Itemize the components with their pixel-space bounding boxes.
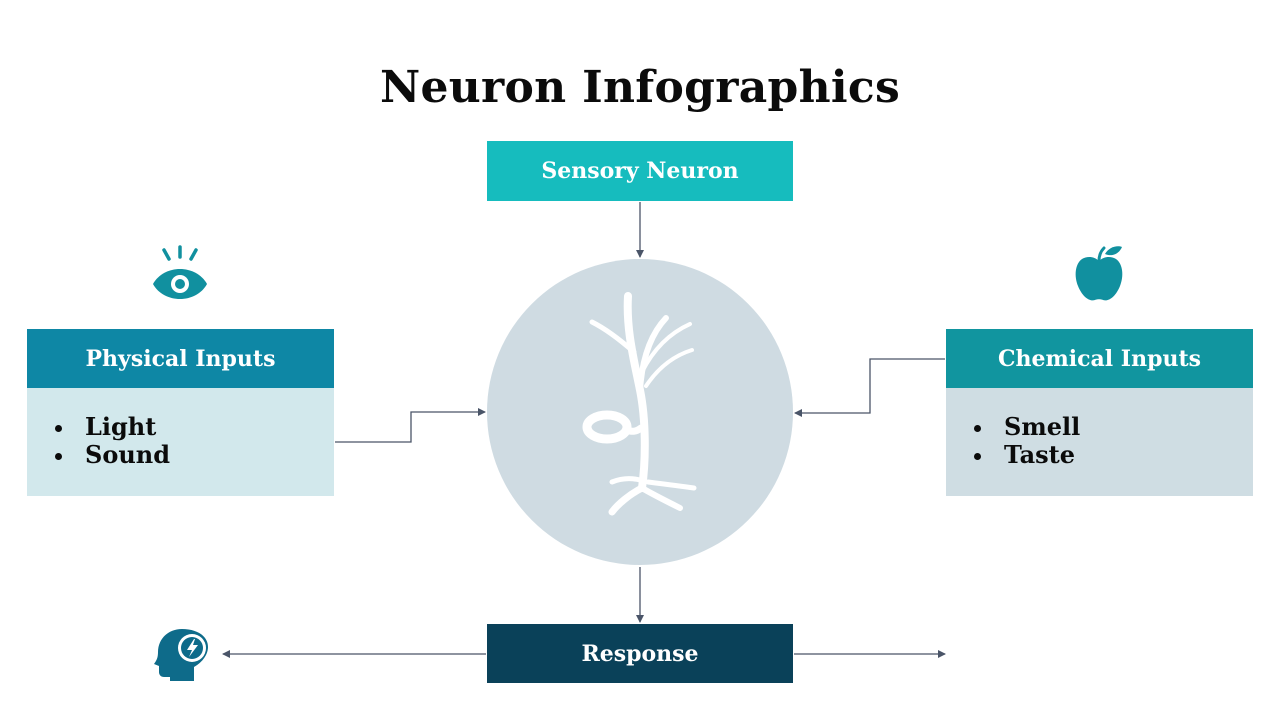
physical-inputs-body: Light Sound <box>27 388 334 496</box>
sensory-neuron-label: Sensory Neuron <box>541 158 739 184</box>
physical-inputs-header: Physical Inputs <box>27 329 334 388</box>
response-box: Response <box>487 624 793 683</box>
page-title: Neuron Infographics <box>379 62 901 113</box>
physical-inputs-list: Light Sound <box>53 413 170 469</box>
chemical-inputs-title: Chemical Inputs <box>997 345 1202 372</box>
eye-icon <box>153 245 207 299</box>
physical-inputs-title: Physical Inputs <box>85 345 276 372</box>
chemical-inputs-header: Chemical Inputs <box>946 329 1253 388</box>
list-item: Taste <box>972 441 1080 469</box>
head-lightning-icon <box>154 629 208 681</box>
list-item: Light <box>53 413 170 441</box>
neuron-icon <box>582 292 697 516</box>
response-label: Response <box>581 640 699 667</box>
list-item: Sound <box>53 441 170 469</box>
chemical-inputs-list: Smell Taste <box>972 413 1080 469</box>
chemical-inputs-body: Smell Taste <box>946 388 1253 496</box>
sensory-neuron-box: Sensory Neuron <box>487 141 793 201</box>
list-item: Smell <box>972 413 1080 441</box>
apple-icon <box>1075 246 1123 301</box>
